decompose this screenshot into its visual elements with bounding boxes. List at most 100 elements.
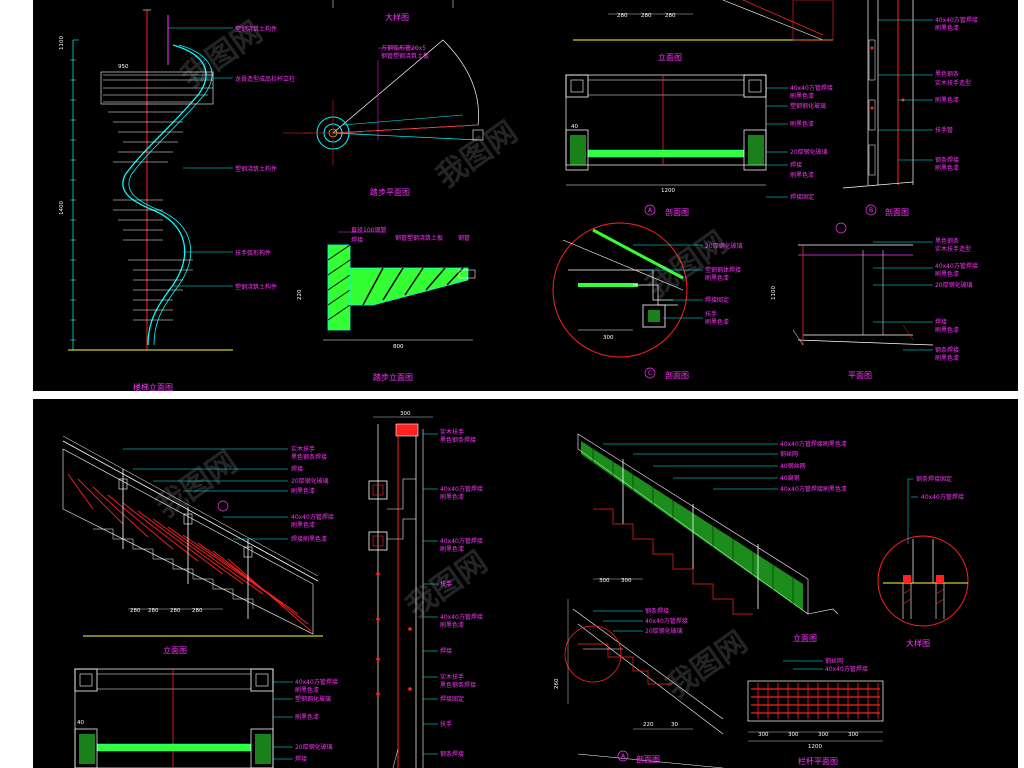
column-note-10: 焊接 [440,647,452,655]
handrail-plan-note-8: 钢条焊接 [935,346,959,354]
section-a-note-6: 焊接 [790,161,802,169]
column-dim-top: 300 [400,411,411,417]
detail-c-note-4: 焊接固定 [705,296,729,304]
column-note-6: 刷黑色漆 [440,545,464,553]
railing2-dim-1: 280 [130,608,141,614]
step-elev-note-1: 直径100钢管 [351,226,386,234]
column-note-8: 40x40方管焊接 [440,613,483,621]
mesh-dim-2: 300 [621,578,632,584]
mesh-section-title: 剖面图 [636,754,660,764]
mesh-dim-1: 300 [599,578,610,584]
mesh-railing-elevation: 300 300 40x40方管焊接刷黑色漆 钢丝网 40钢丝网 40扁钢 40x… [577,433,847,643]
detail-c-note-6: 刷黑色漆 [705,318,729,326]
railing-top-dim-1: 280 [617,13,628,19]
section-a-note-4: 刷黑色漆 [790,120,814,128]
mesh-section-note-3: 20厚钢化玻璃 [645,627,683,635]
step-elevation: 800 220 直径100钢管 焊接 钢管塑钢浇筑土板 钢管 踏步立面图 [297,226,476,382]
glass-note-4: 刷黑色漆 [295,713,319,721]
handrail2-title: 栏杆平面图 [798,756,838,766]
railing2-note-3: 焊接 [291,465,303,473]
column-section: 300 实木扶手 黑色钢条焊接 40x40方管焊接 刷黑色漆 40x40方管焊接… [368,411,483,768]
step-elev-note-3: 钢管塑钢浇筑土板 [395,234,443,242]
section-b-rail: 40x40方管焊接 刷黑色漆 黑色钢条 实木扶手造型 刷黑色漆 扶手管 钢条焊接… [842,0,978,217]
mesh-section-note-2: 40x40方管焊接 [645,617,688,625]
section-a-note-2: 刷黑色漆 [790,92,814,100]
bottom-drawing-sheet: 280 280 280 280 实木扶手 黑色钢条焊接 焊接 20厚钢化玻璃 刷… [33,399,1018,768]
glass-note-6: 焊接 [295,755,307,763]
spiral-dim-upper: 1100 [59,36,65,50]
railing2-note-6: 40x40方管焊接 [291,513,334,521]
spiral-note-1: 塑钢浇筑土构件 [235,25,277,33]
mesh-elevation-title: 立面图 [793,633,817,643]
column-note-13: 焊接固定 [440,695,464,703]
handrail-plan-note-3: 40x40方管焊接 [935,262,978,270]
railing-elevation-bottom: 280 280 280 280 实木扶手 黑色钢条焊接 焊接 20厚钢化玻璃 刷… [62,435,334,655]
mesh-note-1: 40x40方管焊接刷黑色漆 [780,440,847,448]
section-a-note-5: 20厚钢化玻璃 [790,148,828,156]
handrail2-note-1: 钢丝网 [825,657,843,665]
mesh-note-2: 钢丝网 [780,450,798,458]
handrail2-dim-total: 1200 [808,744,822,750]
handrail-plan-dim: 1100 [771,286,777,300]
spiral-note-5: 塑钢浇筑土构件 [235,283,277,291]
railing2-note-5: 刷黑色漆 [291,487,315,495]
mesh-section-marker: A [621,753,626,760]
railing-elevation-title: 立面图 [658,52,682,62]
handrail-plan-note-6: 焊接 [935,318,947,326]
mesh-section-dim-1: 260 [554,678,560,689]
detail-c-note-2: 塑钢钢体焊接 [705,266,741,274]
detail-c-note-3: 刷黑色漆 [705,274,729,282]
column-note-5: 40x40方管焊接 [440,537,483,545]
step-elevation-title: 踏步立面图 [373,372,413,382]
spiral-staircase-elevation: 1400 1100 950 塑钢浇筑土构件 龙骨造型成品栏杆立柱 塑钢浇筑土构件… [59,9,295,391]
section-b-title: 剖面图 [885,207,909,217]
big-sample-bottom: 钢条焊接固定 40x40方管焊接 大样图 [877,475,969,648]
railing-top-dim-3: 280 [665,13,676,19]
detail-c-title: 剖面图 [665,370,689,380]
section-a-dim-left: 40 [571,124,578,130]
section-b-note-4: 实木扶手造型 [935,79,971,87]
section-b-note-5: 刷黑色漆 [935,96,959,104]
railing2-title: 立面图 [163,645,187,655]
column-note-1: 实木扶手 [440,428,464,436]
handrail-plan-note-4: 刷黑色漆 [935,270,959,278]
spiral-note-4: 扶手弧形构件 [235,249,271,257]
section-b-note-6: 扶手管 [935,126,953,134]
big-sample2-note-2: 40x40方管焊接 [921,493,964,501]
mesh-note-4: 40扁钢 [780,474,800,482]
railing2-note-8: 焊接刷黑色漆 [291,535,327,543]
step-elev-note-2: 焊接 [351,236,363,244]
railing2-note-7: 刷黑色漆 [291,521,315,529]
railing2-dim-4: 280 [192,608,203,614]
mesh-section-note-1: 钢条焊接 [645,607,669,615]
detail-c-circle: 300 20厚钢化玻璃 塑钢钢体焊接 刷黑色漆 焊接固定 扶手 刷黑色漆 C 剖… [552,222,743,380]
railing2-note-4: 20厚钢化玻璃 [291,477,329,485]
column-note-14: 扶手 [440,720,452,728]
section-b-note-7: 钢条焊接 [935,156,959,164]
spiral-dim-top: 950 [118,64,129,70]
step-plan-note-2: 钢管塑钢浇筑土板 [381,52,429,60]
handrail2-dim-4: 300 [848,732,859,738]
handrail-plan-note-5: 20厚钢化玻璃 [935,281,973,289]
glass-section-bottom: 40 40x40方管焊接 刷黑色漆 塑钢钢化玻璃 刷黑色漆 20厚钢化玻璃 焊接 [74,668,338,768]
railing2-note-1: 实木扶手 [291,445,315,453]
handrail2-dim-1: 300 [758,732,769,738]
section-a-marker: A [648,207,653,214]
section-a-note-3: 塑钢钢化玻璃 [790,102,826,110]
handrail2-dim-3: 300 [818,732,829,738]
section-a-note-7: 刷黑色漆 [790,171,814,179]
railing2-dim-3: 280 [170,608,181,614]
top-drawing-sheet: 1400 1100 950 塑钢浇筑土构件 龙骨造型成品栏杆立柱 塑钢浇筑土构件… [33,0,1018,391]
section-b-note-8: 刷黑色漆 [935,164,959,172]
handrail2-dim-2: 300 [788,732,799,738]
column-note-4: 刷黑色漆 [440,493,464,501]
spiral-note-3: 塑钢浇筑土构件 [235,165,277,173]
column-note-3: 40x40方管焊接 [440,485,483,493]
big-sample2-title: 大样图 [906,638,930,648]
handrail2-note-2: 40x40方管焊接 [825,665,868,673]
column-note-11: 实木扶手 [440,673,464,681]
glass-note-5: 20厚钢化玻璃 [295,743,333,751]
spiral-note-2: 龙骨造型成品栏杆立柱 [235,75,295,83]
handrail-plan-note-9: 刷黑色漆 [935,354,959,362]
column-note-2: 黑色钢条焊接 [440,436,476,444]
